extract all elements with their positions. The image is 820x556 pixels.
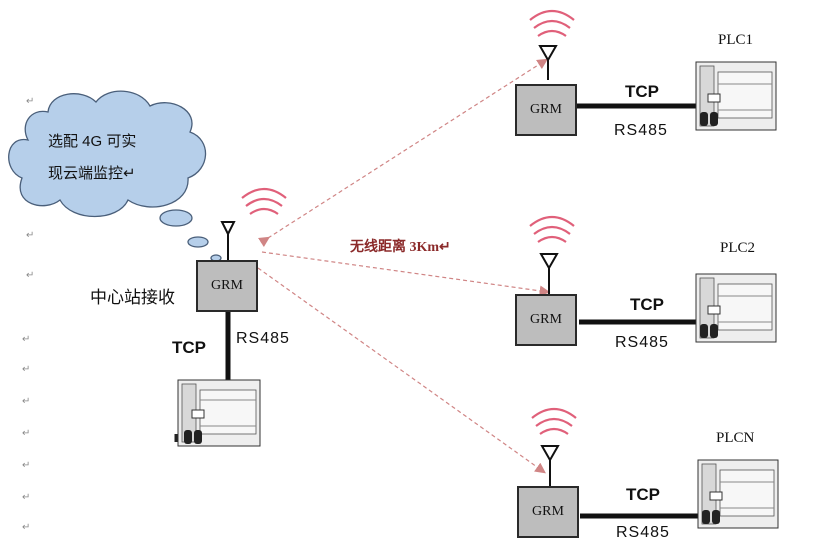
cloud-text-line2: 现云端监控↵ [48,165,136,182]
waves-center [241,187,287,215]
antennas [220,45,560,488]
grm-remote-2: GRM [515,294,577,346]
antenna-center [220,221,236,262]
antenna-plc2 [539,253,559,296]
wireless-distance-label: 无线距离 3Km↵ [350,240,451,255]
center-tcp-label: TCP [172,338,206,357]
return-mark: ↵ [22,428,31,439]
return-mark: ↵ [22,334,31,345]
plcn-label: PLCN [716,430,755,446]
waves-plc1 [529,9,575,37]
grm-remote-1: GRM [515,84,577,136]
link-to-plc2 [261,251,551,297]
return-mark: ↵ [22,460,31,471]
plc-center [174,379,261,447]
radio-waves [241,9,577,435]
wireless-links [257,58,551,474]
link-to-plc1 [258,58,549,248]
remote2-rs485-label: RS485 [615,334,669,351]
antenna-plcn [540,445,560,488]
plc2-label: PLC2 [720,240,756,256]
grm-remote-n: GRM [517,486,579,538]
grm-center: GRM [196,260,258,312]
center-rs485-label: RS485 [236,330,290,347]
plc-1 [695,61,777,131]
link-to-plcn [257,267,546,474]
center-station-label: 中心站接收 [90,288,175,307]
remote1-rs485-label: RS485 [614,122,668,139]
antenna-plc1 [538,45,558,80]
plc-2 [695,273,777,343]
plc1-label: PLC1 [718,32,754,48]
waves-plc2 [529,215,575,243]
return-mark: ↵ [22,396,31,407]
thought-cloud [8,90,222,262]
remote1-tcp-label: TCP [625,82,659,101]
return-mark: ↵ [26,96,35,107]
cloud-text-line1: 选配 4G 可实 [48,133,137,150]
return-mark: ↵ [26,270,35,281]
remoten-tcp-label: TCP [626,485,660,504]
remoten-rs485-label: RS485 [616,524,670,541]
waves-plcn [531,407,577,435]
return-mark: ↵ [22,492,31,503]
plc-n [697,459,779,529]
return-mark: ↵ [26,230,35,241]
return-mark: ↵ [22,364,31,375]
return-mark: ↵ [22,522,31,533]
remote2-tcp-label: TCP [630,295,664,314]
